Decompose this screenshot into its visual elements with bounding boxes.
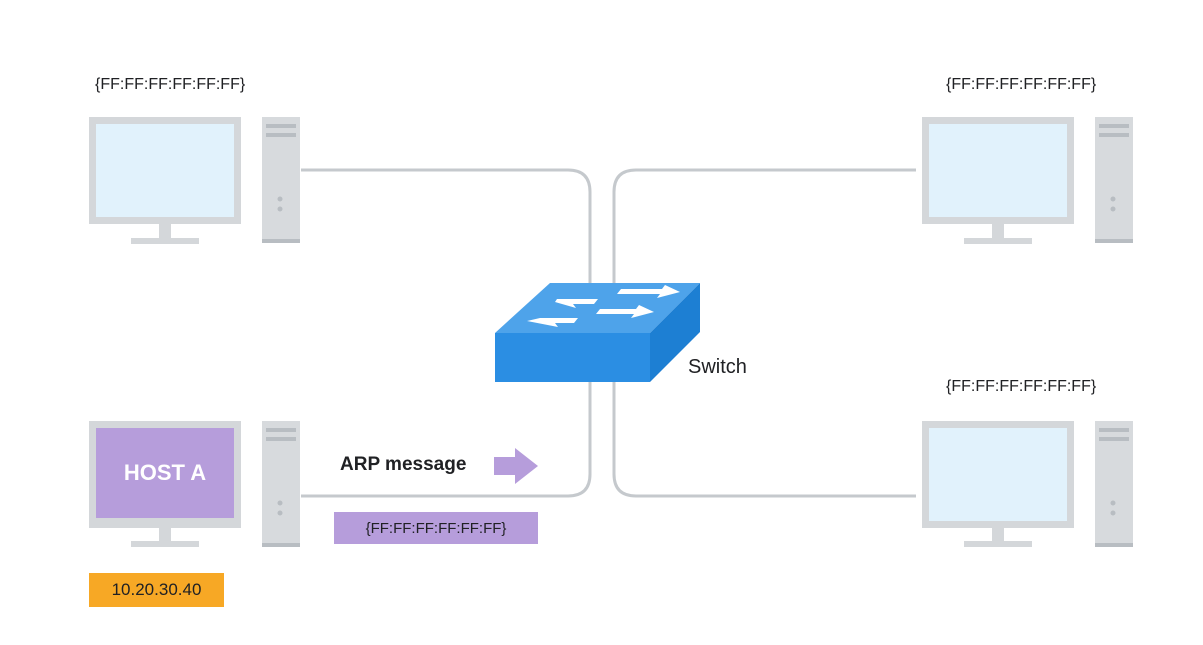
tower-led xyxy=(277,206,283,212)
tower-led xyxy=(1110,206,1116,212)
monitor-neck xyxy=(159,224,171,238)
cable-bottom-right xyxy=(612,382,916,498)
tower xyxy=(1095,421,1133,547)
computer-host-a xyxy=(89,421,300,547)
monitor-base xyxy=(131,541,199,547)
arrow-left-icon xyxy=(555,299,598,308)
tower-led xyxy=(1110,196,1116,202)
arp-direction-arrow-icon xyxy=(494,448,538,484)
tower-foot xyxy=(262,543,300,547)
mac-address-bottom-right: {FF:FF:FF:FF:FF:FF} xyxy=(946,378,1097,395)
monitor-screen xyxy=(929,428,1067,521)
tower-led xyxy=(277,196,283,202)
arrow-right-icon xyxy=(617,285,680,298)
tower-led xyxy=(1110,510,1116,516)
switch-side-face xyxy=(650,283,700,382)
arp-mac-badge: {FF:FF:FF:FF:FF:FF} xyxy=(334,512,538,544)
tower-slot xyxy=(1099,133,1129,137)
tower-foot xyxy=(262,239,300,243)
arrow-left-icon xyxy=(527,318,578,327)
tower-slot xyxy=(266,133,296,137)
computer-top-right xyxy=(922,117,1133,244)
arp-message-label: ARP message xyxy=(340,454,467,475)
tower xyxy=(262,421,300,547)
tower-slot xyxy=(1099,124,1129,128)
tower-led xyxy=(277,510,283,516)
tower xyxy=(1095,117,1133,243)
monitor-base xyxy=(131,238,199,244)
tower-slot xyxy=(266,437,296,441)
switch-front-face xyxy=(495,333,650,382)
tower-led xyxy=(277,500,283,506)
cable-host-a xyxy=(301,382,592,498)
tower-slot xyxy=(266,428,296,432)
monitor-neck xyxy=(159,528,171,541)
tower-foot xyxy=(1095,239,1133,243)
mac-address-top-right: {FF:FF:FF:FF:FF:FF} xyxy=(946,76,1097,93)
switch-arrows-icon xyxy=(527,285,680,327)
tower-slot xyxy=(266,124,296,128)
switch-icon xyxy=(495,283,700,382)
computer-top-left xyxy=(89,117,300,244)
tower-slot xyxy=(1099,437,1129,441)
computer-bottom-right xyxy=(922,421,1133,547)
tower-foot xyxy=(1095,543,1133,547)
tower-slot xyxy=(1099,428,1129,432)
tower-led xyxy=(1110,500,1116,506)
tower xyxy=(262,117,300,243)
monitor-screen xyxy=(96,124,234,217)
mac-address-top-left: {FF:FF:FF:FF:FF:FF} xyxy=(95,76,246,93)
monitor-screen xyxy=(929,124,1067,217)
monitor-neck xyxy=(992,224,1004,238)
monitor-neck xyxy=(992,528,1004,541)
cable-top-right xyxy=(612,168,916,290)
host-a-label: HOST A xyxy=(123,460,207,485)
host-a-ip-badge: 10.20.30.40 xyxy=(89,573,224,607)
switch-label: Switch xyxy=(688,356,747,378)
monitor-base xyxy=(964,541,1032,547)
arrow-right-icon xyxy=(596,305,654,318)
cable-top-left xyxy=(301,168,592,290)
cables xyxy=(301,168,916,498)
monitor-base xyxy=(964,238,1032,244)
host-a-screen xyxy=(96,428,234,518)
